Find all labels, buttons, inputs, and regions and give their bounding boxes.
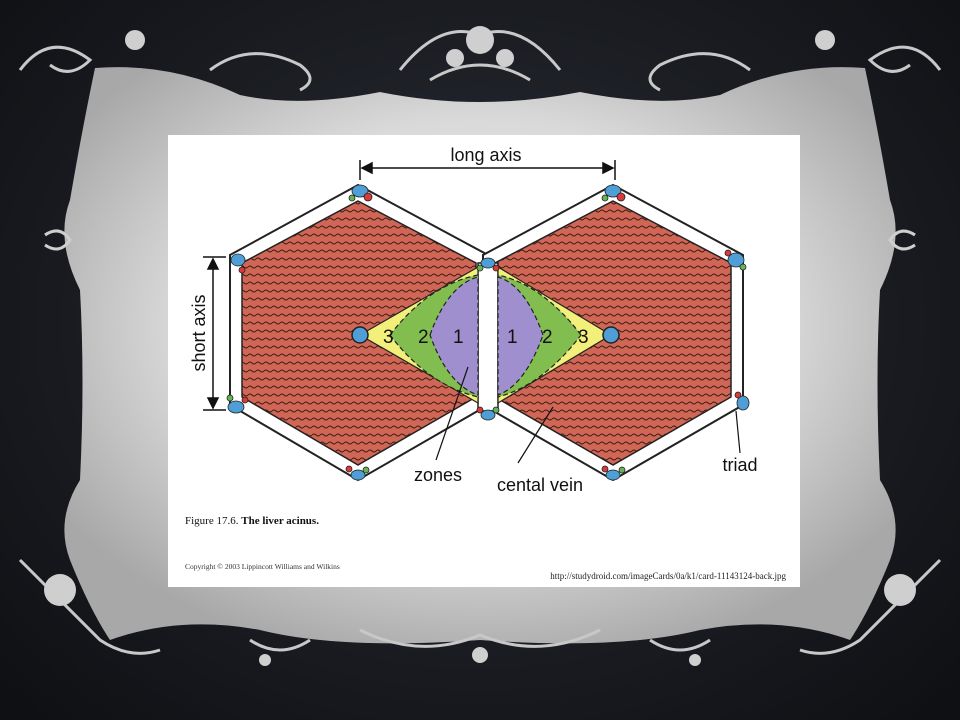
short-axis-label: short axis xyxy=(189,294,209,371)
zone1-left xyxy=(429,276,479,396)
caption-number: Figure 17.6. xyxy=(185,515,239,527)
zone-number-1-left: 1 xyxy=(453,327,464,348)
shared-septum xyxy=(477,262,499,412)
triad-top-center xyxy=(476,257,500,272)
triad-right-upper xyxy=(724,249,747,271)
central-vein-right xyxy=(602,326,620,344)
portal-triads xyxy=(226,184,750,481)
source-url: http://studydroid.com/imageCards/0a/k1/c… xyxy=(550,571,786,581)
triad-bottom-right xyxy=(601,465,626,481)
zone-number-2-right: 2 xyxy=(542,327,553,348)
triad-bottom-left xyxy=(345,465,370,481)
top-ornament xyxy=(125,26,835,67)
figure-image: long axis short axis 3 2 1 1 2 3 zones c… xyxy=(168,135,800,587)
triad-label: triad xyxy=(722,455,757,475)
zone-number-3-right: 3 xyxy=(578,327,589,348)
long-axis-label: long axis xyxy=(450,145,521,165)
triad-top-right xyxy=(601,184,626,202)
figure-caption: Figure 17.6. The liver acinus. xyxy=(185,515,319,527)
copyright-notice: Copyright © 2003 Lippincott Williams and… xyxy=(185,562,340,571)
triad-right-lower xyxy=(734,391,750,411)
zone1-right xyxy=(497,276,544,396)
bottom-ornament xyxy=(44,574,916,666)
caption-title: The liver acinus. xyxy=(241,515,319,527)
zones-label: zones xyxy=(414,465,462,485)
bottom-flourish xyxy=(18,558,942,655)
zone-number-1-right: 1 xyxy=(507,327,518,348)
triad-bottom-center xyxy=(476,406,500,421)
zone-number-2-left: 2 xyxy=(418,327,429,348)
liver-acinus-diagram: long axis short axis 3 2 1 1 2 3 zones c… xyxy=(189,145,758,495)
central-vein-left xyxy=(351,326,369,344)
triad-top-left xyxy=(348,184,373,202)
side-flourish xyxy=(44,229,916,251)
leader-lines xyxy=(435,366,741,464)
zone-number-3-left: 3 xyxy=(383,327,394,348)
triad-left-upper xyxy=(230,253,246,274)
long-axis-arrow xyxy=(359,160,616,180)
short-axis-arrow xyxy=(203,256,226,411)
central-vein-label: cental vein xyxy=(497,475,583,495)
triad-left-lower xyxy=(226,394,249,414)
